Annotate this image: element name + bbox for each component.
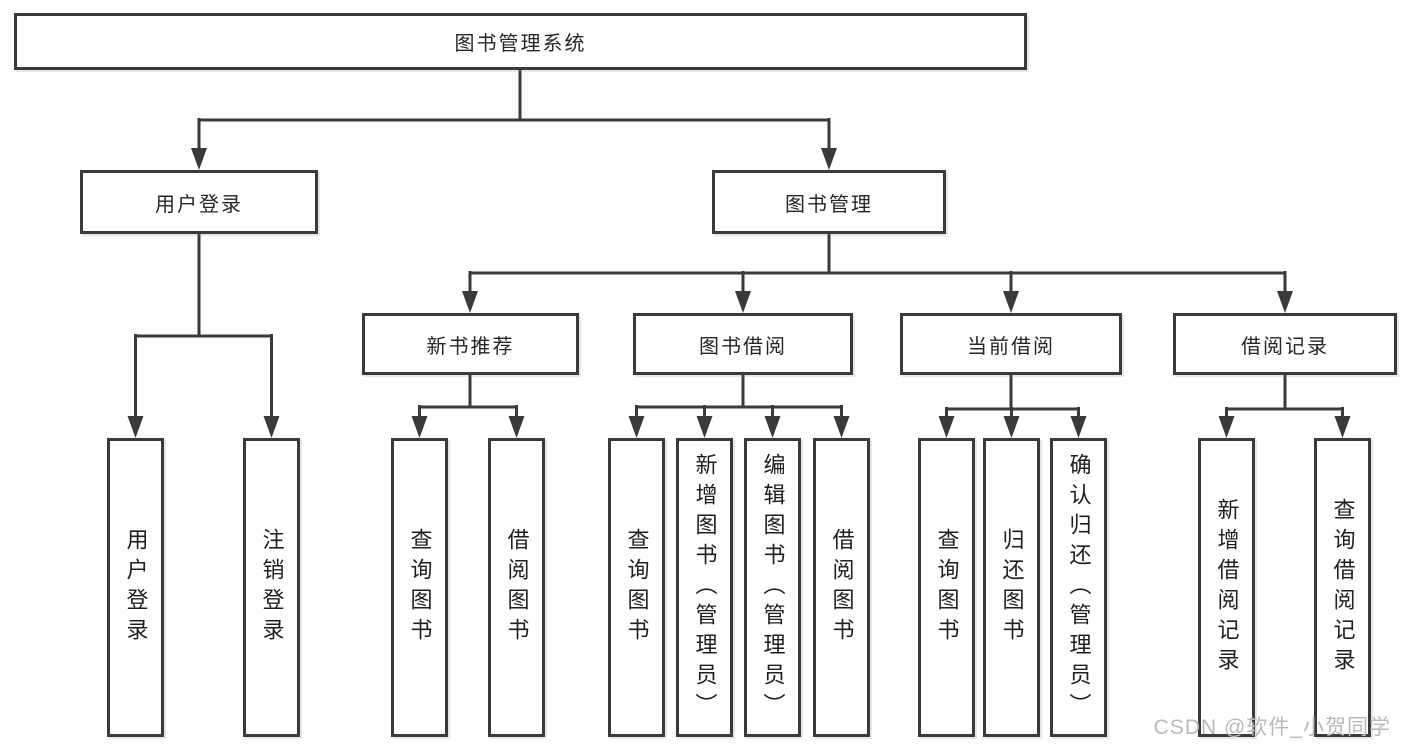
leaf-logout-label: 注销登录 <box>259 527 285 648</box>
node-user-login: 用户登录 <box>80 170 318 234</box>
leaf-add-borrow-record: 新增借阅记录 <box>1198 438 1255 737</box>
node-root-system: 图书管理系统 <box>14 13 1027 70</box>
leaf-edit-book-admin-label: 编辑图书（管理员） <box>760 452 786 723</box>
leaf-confirm-return-admin: 确认归还（管理员） <box>1050 438 1107 737</box>
leaf-query-borrow-record-label: 查询借阅记录 <box>1330 497 1356 678</box>
leaf-user-login-label: 用户登录 <box>123 527 149 648</box>
node-borrow-records: 借阅记录 <box>1173 313 1397 375</box>
leaf-add-book-admin-label: 新增图书（管理员） <box>692 452 718 723</box>
node-new-book-recommend-label: 新书推荐 <box>426 335 515 358</box>
leaf-query-book-current: 查询图书 <box>918 438 975 737</box>
leaf-borrow-book: 借阅图书 <box>813 438 870 737</box>
node-book-borrow-label: 图书借阅 <box>699 335 787 358</box>
node-user-login-label: 用户登录 <box>155 193 243 216</box>
leaf-query-borrow-record: 查询借阅记录 <box>1314 438 1371 737</box>
leaf-add-borrow-record-label: 新增借阅记录 <box>1214 497 1240 678</box>
leaf-borrow-book-label: 借阅图书 <box>829 527 855 648</box>
leaf-logout: 注销登录 <box>243 438 300 737</box>
leaf-borrow-book-recommend-label: 借阅图书 <box>504 527 530 648</box>
leaf-confirm-return-admin-label: 确认归还（管理员） <box>1066 452 1092 723</box>
leaf-query-book-recommend-label: 查询图书 <box>407 527 433 648</box>
leaf-query-book-borrow-label: 查询图书 <box>624 527 650 648</box>
node-book-management-label: 图书管理 <box>785 193 873 216</box>
node-book-borrow: 图书借阅 <box>633 313 853 375</box>
leaf-add-book-admin: 新增图书（管理员） <box>676 438 733 737</box>
leaf-query-book-current-label: 查询图书 <box>934 527 960 648</box>
node-new-book-recommend: 新书推荐 <box>362 313 579 375</box>
node-borrow-records-label: 借阅记录 <box>1241 335 1329 358</box>
node-book-management: 图书管理 <box>712 170 946 234</box>
leaf-edit-book-admin: 编辑图书（管理员） <box>744 438 801 737</box>
node-root-label: 图书管理系统 <box>454 33 587 55</box>
leaf-query-book-recommend: 查询图书 <box>391 438 448 737</box>
leaf-return-book: 归还图书 <box>983 438 1040 737</box>
node-current-borrow-label: 当前借阅 <box>967 335 1055 358</box>
csdn-watermark: CSDN @软件_小贺同学 <box>1153 716 1391 739</box>
leaf-return-book-label: 归还图书 <box>999 527 1025 648</box>
leaf-borrow-book-recommend: 借阅图书 <box>488 438 545 737</box>
leaf-user-login: 用户登录 <box>107 438 164 737</box>
node-current-borrow: 当前借阅 <box>900 313 1122 375</box>
leaf-query-book-borrow: 查询图书 <box>608 438 665 737</box>
